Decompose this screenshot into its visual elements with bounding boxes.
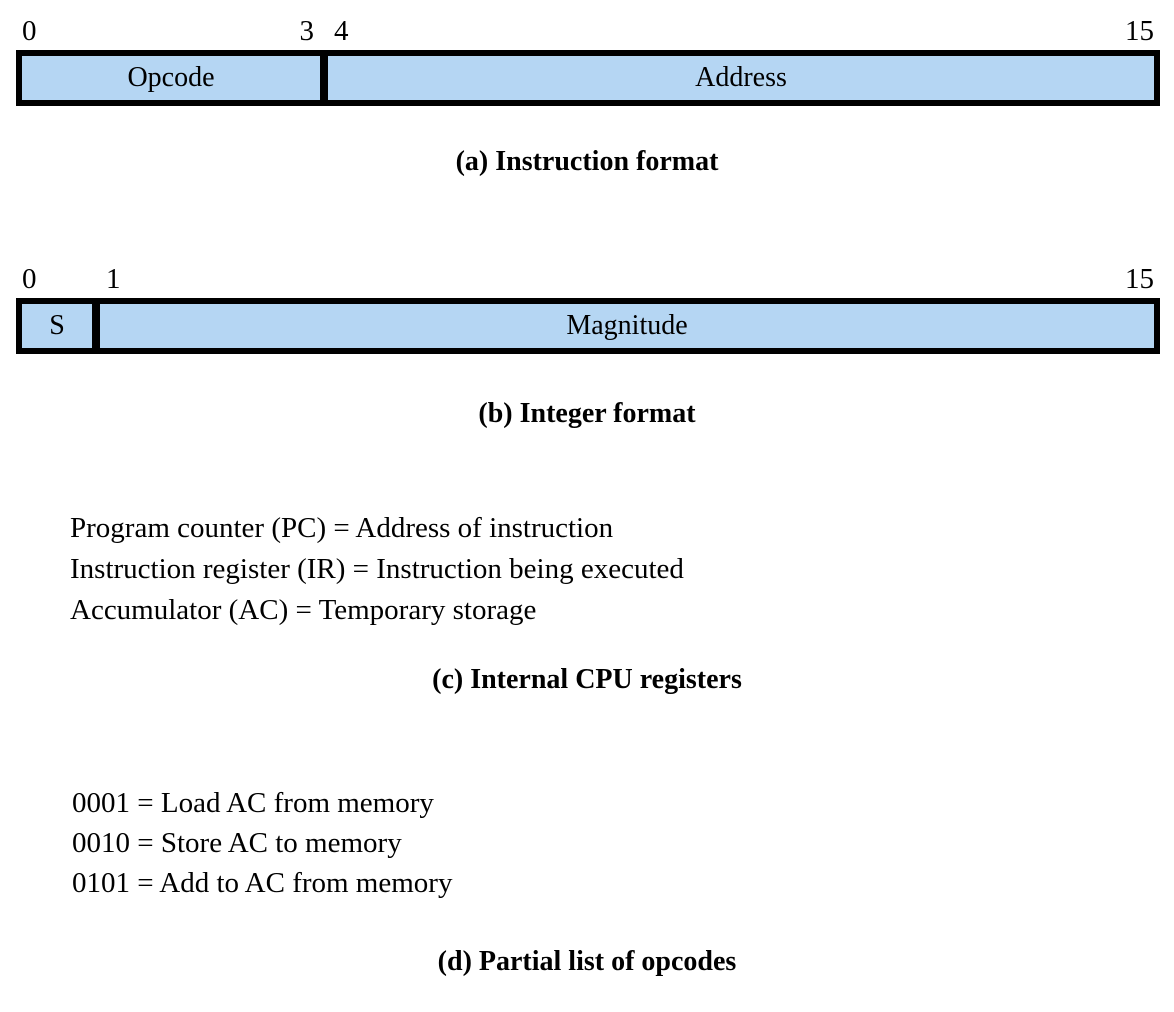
opcode-field-label: Opcode [127,62,215,93]
sign-field: S [22,304,92,348]
caption-instruction-format: (a) Instruction format [455,146,719,177]
opcode-field: Opcode [22,56,320,100]
instruction-format-bar: Opcode Address [16,50,1160,106]
caption-partial-list-of-opcodes: (d) Partial list of opcodes [437,946,737,977]
opcode-line-store: 0010 = Store AC to memory [72,827,402,859]
bit-label-4: 4 [334,15,349,47]
address-bit-range: 4 15 [328,14,1160,48]
magnitude-field-label: Magnitude [566,310,688,341]
integer-format-bit-labels: 0 1 15 [16,262,1160,296]
opcode-list: 0001 = Load AC from memory 0010 = Store … [72,783,452,903]
register-line-ir: Instruction register (IR) = Instruction … [70,553,684,585]
register-line-ac: Accumulator (AC) = Temporary storage [70,594,537,626]
bit-label-0b: 0 [22,263,37,295]
opcode-line-add: 0101 = Add to AC from memory [72,867,453,899]
cpu-registers-list: Program counter (PC) = Address of instru… [70,508,684,631]
sign-field-label: S [49,310,65,341]
bit-label-15b: 15 [1125,263,1154,295]
magnitude-field: Magnitude [100,304,1154,348]
bit-label-3: 3 [299,15,315,47]
opcode-bit-range: 0 3 [16,14,320,48]
caption-internal-cpu-registers: (c) Internal CPU registers [432,664,742,695]
opcode-line-load: 0001 = Load AC from memory [72,787,434,819]
integer-format-bar: S Magnitude [16,298,1160,354]
register-line-pc: Program counter (PC) = Address of instru… [70,512,614,544]
instruction-format-bit-labels: 0 3 4 15 [16,14,1160,48]
sign-bit-range: 0 [16,262,92,296]
bit-label-1: 1 [106,263,121,295]
caption-integer-format: (b) Integer format [478,398,696,429]
address-field-label: Address [695,62,787,93]
bit-label-15: 15 [1125,15,1154,47]
address-field: Address [328,56,1154,100]
bit-label-0: 0 [22,15,37,47]
magnitude-bit-range: 1 15 [100,262,1160,296]
